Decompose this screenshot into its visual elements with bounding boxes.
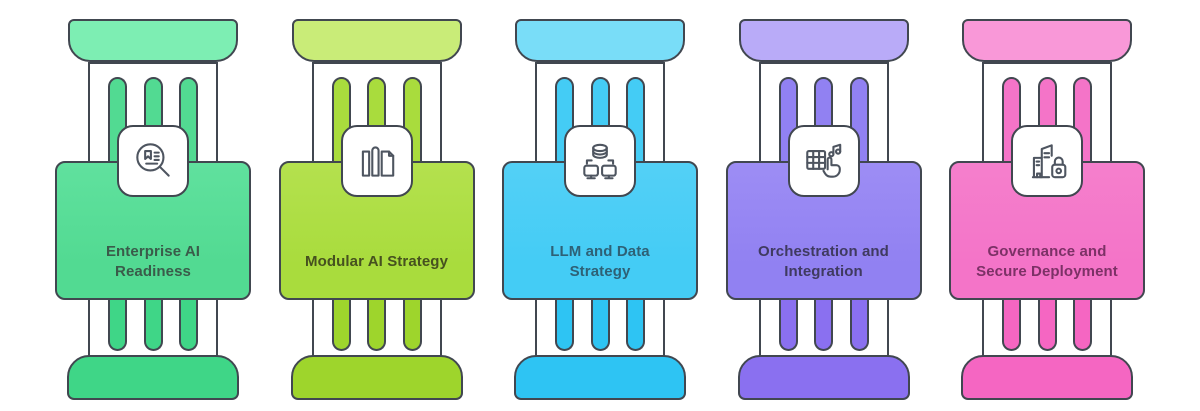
- column-base: [737, 355, 910, 400]
- flute: [179, 294, 198, 351]
- stage-label: Orchestration and Integration: [758, 243, 889, 280]
- stage-label: Enterprise AI Readiness: [105, 243, 201, 280]
- column-flutes-bottom: [108, 294, 198, 351]
- flute: [108, 294, 127, 351]
- flute: [1002, 294, 1021, 351]
- magnifier-document-icon: [136, 143, 170, 177]
- column-flutes-bottom: [331, 294, 422, 351]
- icon-box: [564, 125, 636, 197]
- flute: [778, 294, 798, 351]
- pillar-llm-and-data-strategy: LLM and Data Strategy: [502, 0, 698, 411]
- column-base: [290, 355, 463, 400]
- icon-box: [1011, 125, 1083, 197]
- flute: [1037, 294, 1057, 351]
- flute: [590, 294, 610, 351]
- column-base: [67, 355, 239, 400]
- flute: [331, 294, 351, 351]
- column-flutes-bottom: [555, 294, 645, 351]
- grid-hand-music-icon: [805, 143, 841, 178]
- flute: [626, 294, 645, 351]
- column-capital: [291, 19, 462, 62]
- pillar-governance-and-secure-deployment: Governance and Secure Deployment: [949, 0, 1145, 411]
- pillar-orchestration-and-integration: Orchestration and Integration: [725, 0, 922, 411]
- stage-label: LLM and Data Strategy: [550, 243, 650, 280]
- modular-files-icon: [361, 146, 394, 177]
- pillar-modular-ai-strategy: Modular AI Strategy: [278, 0, 475, 411]
- column-capital: [68, 19, 238, 62]
- flute: [143, 294, 163, 351]
- pillar-enterprise-ai-readiness: Enterprise AI Readiness: [55, 0, 251, 411]
- flute: [1073, 294, 1092, 351]
- column-capital: [738, 19, 909, 62]
- flute: [367, 294, 386, 351]
- stage-label: Governance and Secure Deployment: [976, 243, 1118, 280]
- city-lock-icon: [1031, 144, 1067, 179]
- stage-label: Modular AI Strategy: [304, 253, 449, 270]
- flute: [402, 294, 422, 351]
- flute: [555, 294, 574, 351]
- column-capital: [515, 19, 685, 62]
- column-flutes-bottom: [1002, 294, 1092, 351]
- flute: [849, 294, 869, 351]
- icon-box: [340, 125, 413, 197]
- icon-box: [117, 125, 189, 197]
- column-flutes-bottom: [778, 294, 869, 351]
- flute: [814, 294, 833, 351]
- column-base: [961, 355, 1133, 400]
- icon-box: [787, 125, 860, 197]
- column-capital: [962, 19, 1132, 62]
- column-base: [514, 355, 686, 400]
- database-network-icon: [583, 143, 617, 180]
